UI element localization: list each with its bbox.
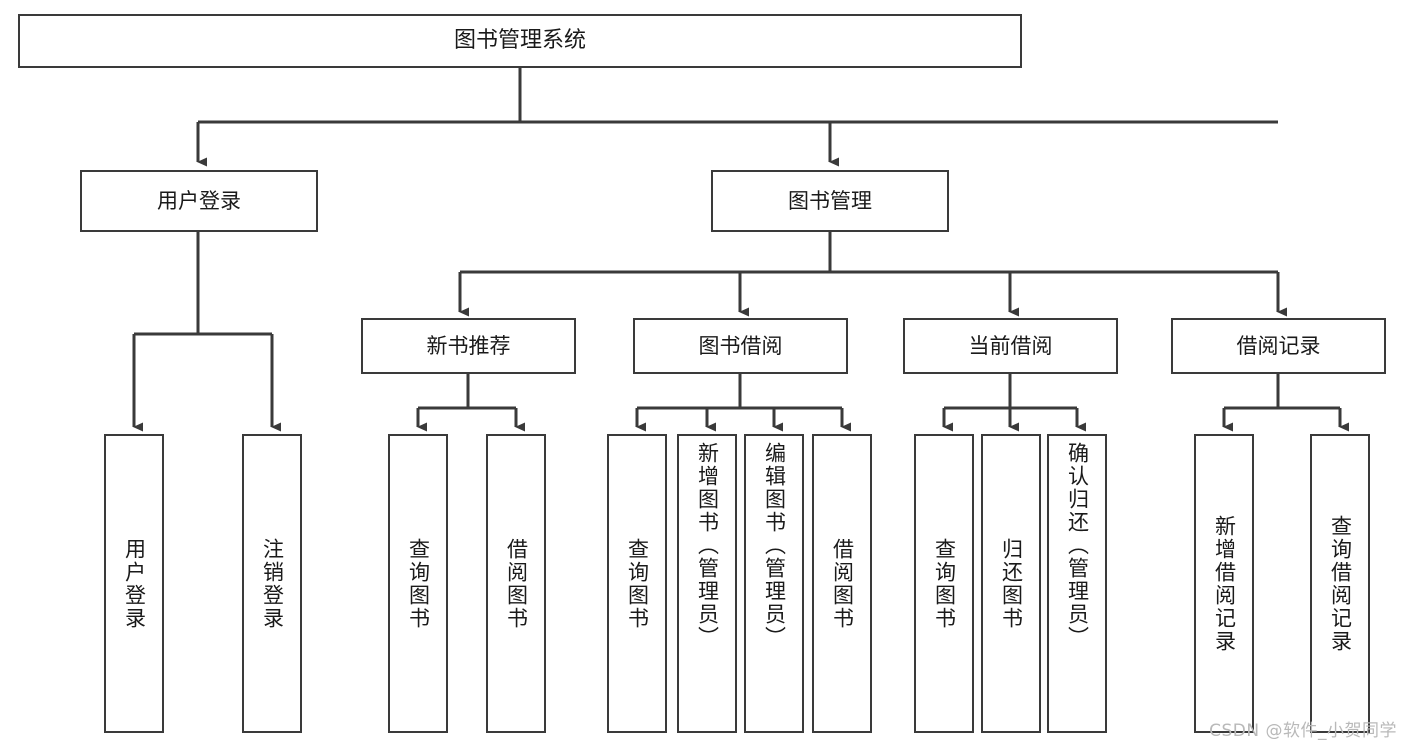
node-borrow-record[interactable]: 借阅记录 xyxy=(1171,318,1386,374)
leaf-confirm-return-admin-label: 确认归还（管理员） xyxy=(1065,442,1090,649)
leaf-return-book[interactable]: 归还图书 xyxy=(981,434,1041,733)
node-book-borrow[interactable]: 图书借阅 xyxy=(633,318,848,374)
leaf-confirm-return-admin[interactable]: 确认归还（管理员） xyxy=(1047,434,1107,733)
leaf-query-borrow-record-label: 查询借阅记录 xyxy=(1328,514,1353,653)
node-book-management-label: 图书管理 xyxy=(788,188,872,213)
leaf-query-book-borrow-label: 查询图书 xyxy=(625,537,650,630)
node-user-login-label: 用户登录 xyxy=(157,188,241,213)
leaf-user-login-label: 用户登录 xyxy=(122,537,147,630)
node-current-borrow[interactable]: 当前借阅 xyxy=(903,318,1118,374)
leaf-add-borrow-record-label: 新增借阅记录 xyxy=(1212,514,1237,653)
watermark-text: CSDN @软件_小贺同学 xyxy=(1209,721,1397,741)
node-current-borrow-label: 当前借阅 xyxy=(968,333,1053,358)
node-book-management[interactable]: 图书管理 xyxy=(711,170,949,232)
leaf-logout[interactable]: 注销登录 xyxy=(242,434,302,733)
node-user-login[interactable]: 用户登录 xyxy=(80,170,318,232)
leaf-add-borrow-record[interactable]: 新增借阅记录 xyxy=(1194,434,1254,733)
node-root-system[interactable]: 图书管理系统 xyxy=(18,14,1022,68)
leaf-add-book-admin-label: 新增图书（管理员） xyxy=(695,442,720,649)
node-borrow-record-label: 借阅记录 xyxy=(1236,333,1321,358)
leaf-user-login[interactable]: 用户登录 xyxy=(104,434,164,733)
leaf-query-book-current[interactable]: 查询图书 xyxy=(914,434,974,733)
leaf-edit-book-admin-label: 编辑图书（管理员） xyxy=(762,442,787,649)
node-new-book-recommend-label: 新书推荐 xyxy=(426,333,511,358)
leaf-edit-book-admin[interactable]: 编辑图书（管理员） xyxy=(744,434,804,733)
leaf-borrow-book-newbook-label: 借阅图书 xyxy=(504,537,529,630)
leaf-query-book-newbook-label: 查询图书 xyxy=(406,537,431,630)
leaf-query-borrow-record[interactable]: 查询借阅记录 xyxy=(1310,434,1370,733)
leaf-logout-label: 注销登录 xyxy=(260,537,285,630)
leaf-query-book-current-label: 查询图书 xyxy=(932,537,957,630)
node-book-borrow-label: 图书借阅 xyxy=(698,333,783,358)
leaf-return-book-label: 归还图书 xyxy=(999,537,1024,630)
leaf-borrow-book-newbook[interactable]: 借阅图书 xyxy=(486,434,546,733)
leaf-borrow-book-borrow[interactable]: 借阅图书 xyxy=(812,434,872,733)
leaf-query-book-borrow[interactable]: 查询图书 xyxy=(607,434,667,733)
leaf-borrow-book-borrow-label: 借阅图书 xyxy=(830,537,855,630)
leaf-add-book-admin[interactable]: 新增图书（管理员） xyxy=(677,434,737,733)
node-root-system-label: 图书管理系统 xyxy=(453,28,586,54)
leaf-query-book-newbook[interactable]: 查询图书 xyxy=(388,434,448,733)
node-new-book-recommend[interactable]: 新书推荐 xyxy=(361,318,576,374)
